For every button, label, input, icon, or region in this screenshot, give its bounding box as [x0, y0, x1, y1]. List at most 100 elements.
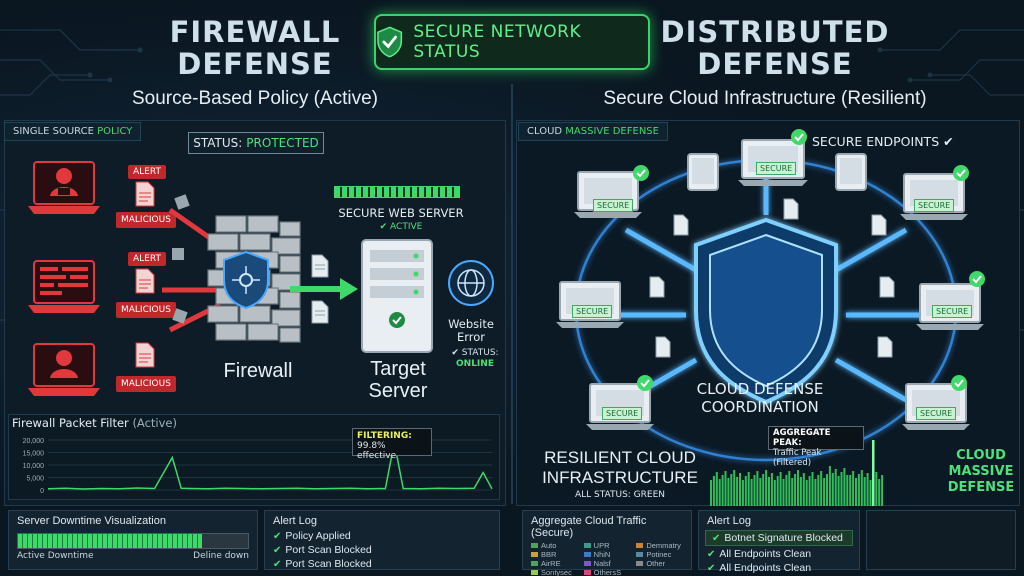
- server-active-label: ✔ ACTIVE: [379, 222, 423, 232]
- firewall-label: Firewall: [223, 360, 293, 382]
- traffic-bar: [875, 472, 878, 506]
- status-prefix: STATUS:: [193, 136, 243, 150]
- tablet-icon: [687, 153, 719, 191]
- y-tick-label: 5,000: [26, 476, 44, 483]
- legend-swatch: [531, 570, 538, 575]
- target-server-label: Target Server: [348, 358, 448, 402]
- alert-log-left-title: Alert Log: [273, 515, 318, 527]
- traffic-bar: [799, 477, 802, 506]
- traffic-bar: [762, 474, 765, 506]
- legend-item: Auto: [531, 541, 578, 550]
- document-icon: [655, 336, 671, 358]
- packet-filter-title: Firewall Packet Filter (Active): [12, 416, 177, 430]
- secure-label: SECURE: [932, 305, 973, 318]
- traffic-bar: [741, 480, 744, 506]
- traffic-bar: [721, 475, 724, 506]
- coord-line2: COORDINATION: [701, 398, 819, 416]
- check-circle-icon: [791, 129, 807, 145]
- traffic-bar: [878, 479, 881, 506]
- traffic-bar: [843, 468, 846, 506]
- legend-item: BBR: [531, 550, 578, 559]
- legend-swatch: [636, 543, 644, 548]
- target-line2: Server: [368, 380, 428, 402]
- legend-label: AirRE: [541, 559, 561, 568]
- left-subtitle: Source-Based Policy (Active): [131, 88, 379, 109]
- empty-panel: [866, 510, 1016, 570]
- traffic-bar: [814, 479, 817, 506]
- secure-network-status-banner: SECURE NETWORK STATUS: [374, 14, 650, 70]
- status-value: PROTECTED: [246, 136, 319, 150]
- traffic-bar: [817, 475, 820, 506]
- resilient-infrastructure-label: RESILIENT CLOUD INFRASTRUCTURE: [540, 448, 700, 488]
- legend-swatch: [531, 552, 538, 557]
- legend-item: NhiN: [583, 550, 631, 559]
- web-error-line2: Error: [456, 330, 486, 344]
- filtering-callout: FILTERING: 99.8% effective: [352, 428, 432, 461]
- target-line1: Target: [370, 358, 426, 380]
- alert-log-right: Alert Log ✔Botnet Signature Blocked ✔All…: [698, 510, 860, 574]
- cloud-tag-suffix: MASSIVE DEFENSE: [565, 126, 659, 137]
- traffic-bar: [736, 477, 739, 506]
- traffic-bar: [753, 475, 756, 506]
- traffic-bar: [776, 476, 779, 506]
- malicious-badge-1: MALICIOUS: [116, 212, 176, 228]
- traffic-bar: [750, 479, 753, 506]
- check-circle-icon: [969, 271, 985, 287]
- log-item-text: Port Scan Blocked: [285, 544, 372, 556]
- traffic-bar: [857, 474, 860, 506]
- traffic-bar: [797, 470, 799, 506]
- traffic-bar: [788, 471, 791, 506]
- log-item-text: All Endpoints Clean: [719, 562, 812, 574]
- cloud-tag-prefix: CLOUD: [527, 126, 563, 137]
- traffic-bar: [724, 471, 727, 506]
- traffic-bar: [727, 478, 730, 506]
- web-error-line1: Website: [448, 317, 494, 331]
- right-title-line1: DISTRIBUTED: [660, 15, 890, 49]
- legend-item: Potinec: [636, 550, 683, 559]
- traffic-bar: [747, 472, 750, 506]
- center-divider: [511, 84, 513, 504]
- aggregate-peak-callout: AGGREGATE PEAK: Traffic Peak (Filtered): [768, 426, 864, 468]
- massive-line1: CLOUD: [956, 448, 1006, 463]
- firewall-wall-icon: [207, 215, 301, 343]
- traffic-bar: [802, 473, 805, 506]
- resilient-line2: INFRASTRUCTURE: [542, 468, 698, 487]
- alert-log-left: Alert Log ✔Policy Applied ✔Port Scan Blo…: [264, 510, 500, 570]
- downtime-left-label: Active Downtime: [17, 551, 94, 561]
- check-icon: ✔: [273, 530, 282, 542]
- peak-title: AGGREGATE PEAK:: [773, 428, 831, 448]
- legend-item: Other: [636, 559, 683, 568]
- packet-filter-title-main: Firewall Packet Filter: [12, 416, 129, 430]
- legend-label: BBR: [541, 550, 557, 559]
- legend-item: AirRE: [531, 559, 578, 568]
- single-source-tag: SINGLE SOURCE POLICY: [4, 122, 142, 141]
- legend-label: OthersS: [593, 568, 622, 576]
- log-item: ✔All Endpoints Clean: [699, 561, 859, 575]
- cloud-network-diagram: [574, 158, 958, 462]
- traffic-bar: [811, 472, 814, 506]
- traffic-bar: [823, 478, 826, 506]
- check-icon: ✔: [273, 558, 282, 570]
- legend-swatch: [583, 561, 591, 566]
- aggregate-traffic-title: Aggregate Cloud Traffic (Secure): [531, 515, 647, 539]
- website-error-label: Website Error: [440, 318, 502, 344]
- alert-document-icon-1: [135, 181, 155, 207]
- downtime-right-label: Deline down: [193, 551, 249, 561]
- alert-badge-2: ALERT: [128, 252, 166, 266]
- log-item: ✔Port Scan Blocked: [265, 543, 499, 557]
- secure-endpoints-label: SECURE ENDPOINTS ✔: [812, 134, 954, 149]
- log-item-text: Botnet Signature Blocked: [724, 532, 843, 544]
- legend-label: Nalsf: [593, 559, 611, 568]
- y-tick-label: 15,000: [23, 451, 45, 458]
- traffic-bar: [791, 478, 794, 506]
- legend-label: Other: [646, 559, 666, 568]
- traffic-bar: [849, 475, 852, 506]
- massive-line2: MASSIVE: [948, 464, 1014, 479]
- traffic-bar: [863, 477, 866, 506]
- filtering-callout-value: 99.8% effective: [357, 441, 397, 461]
- legend-swatch: [531, 543, 538, 548]
- legend-swatch: [583, 543, 591, 548]
- peak-bar: [872, 440, 875, 506]
- legend-label: Auto: [541, 541, 557, 550]
